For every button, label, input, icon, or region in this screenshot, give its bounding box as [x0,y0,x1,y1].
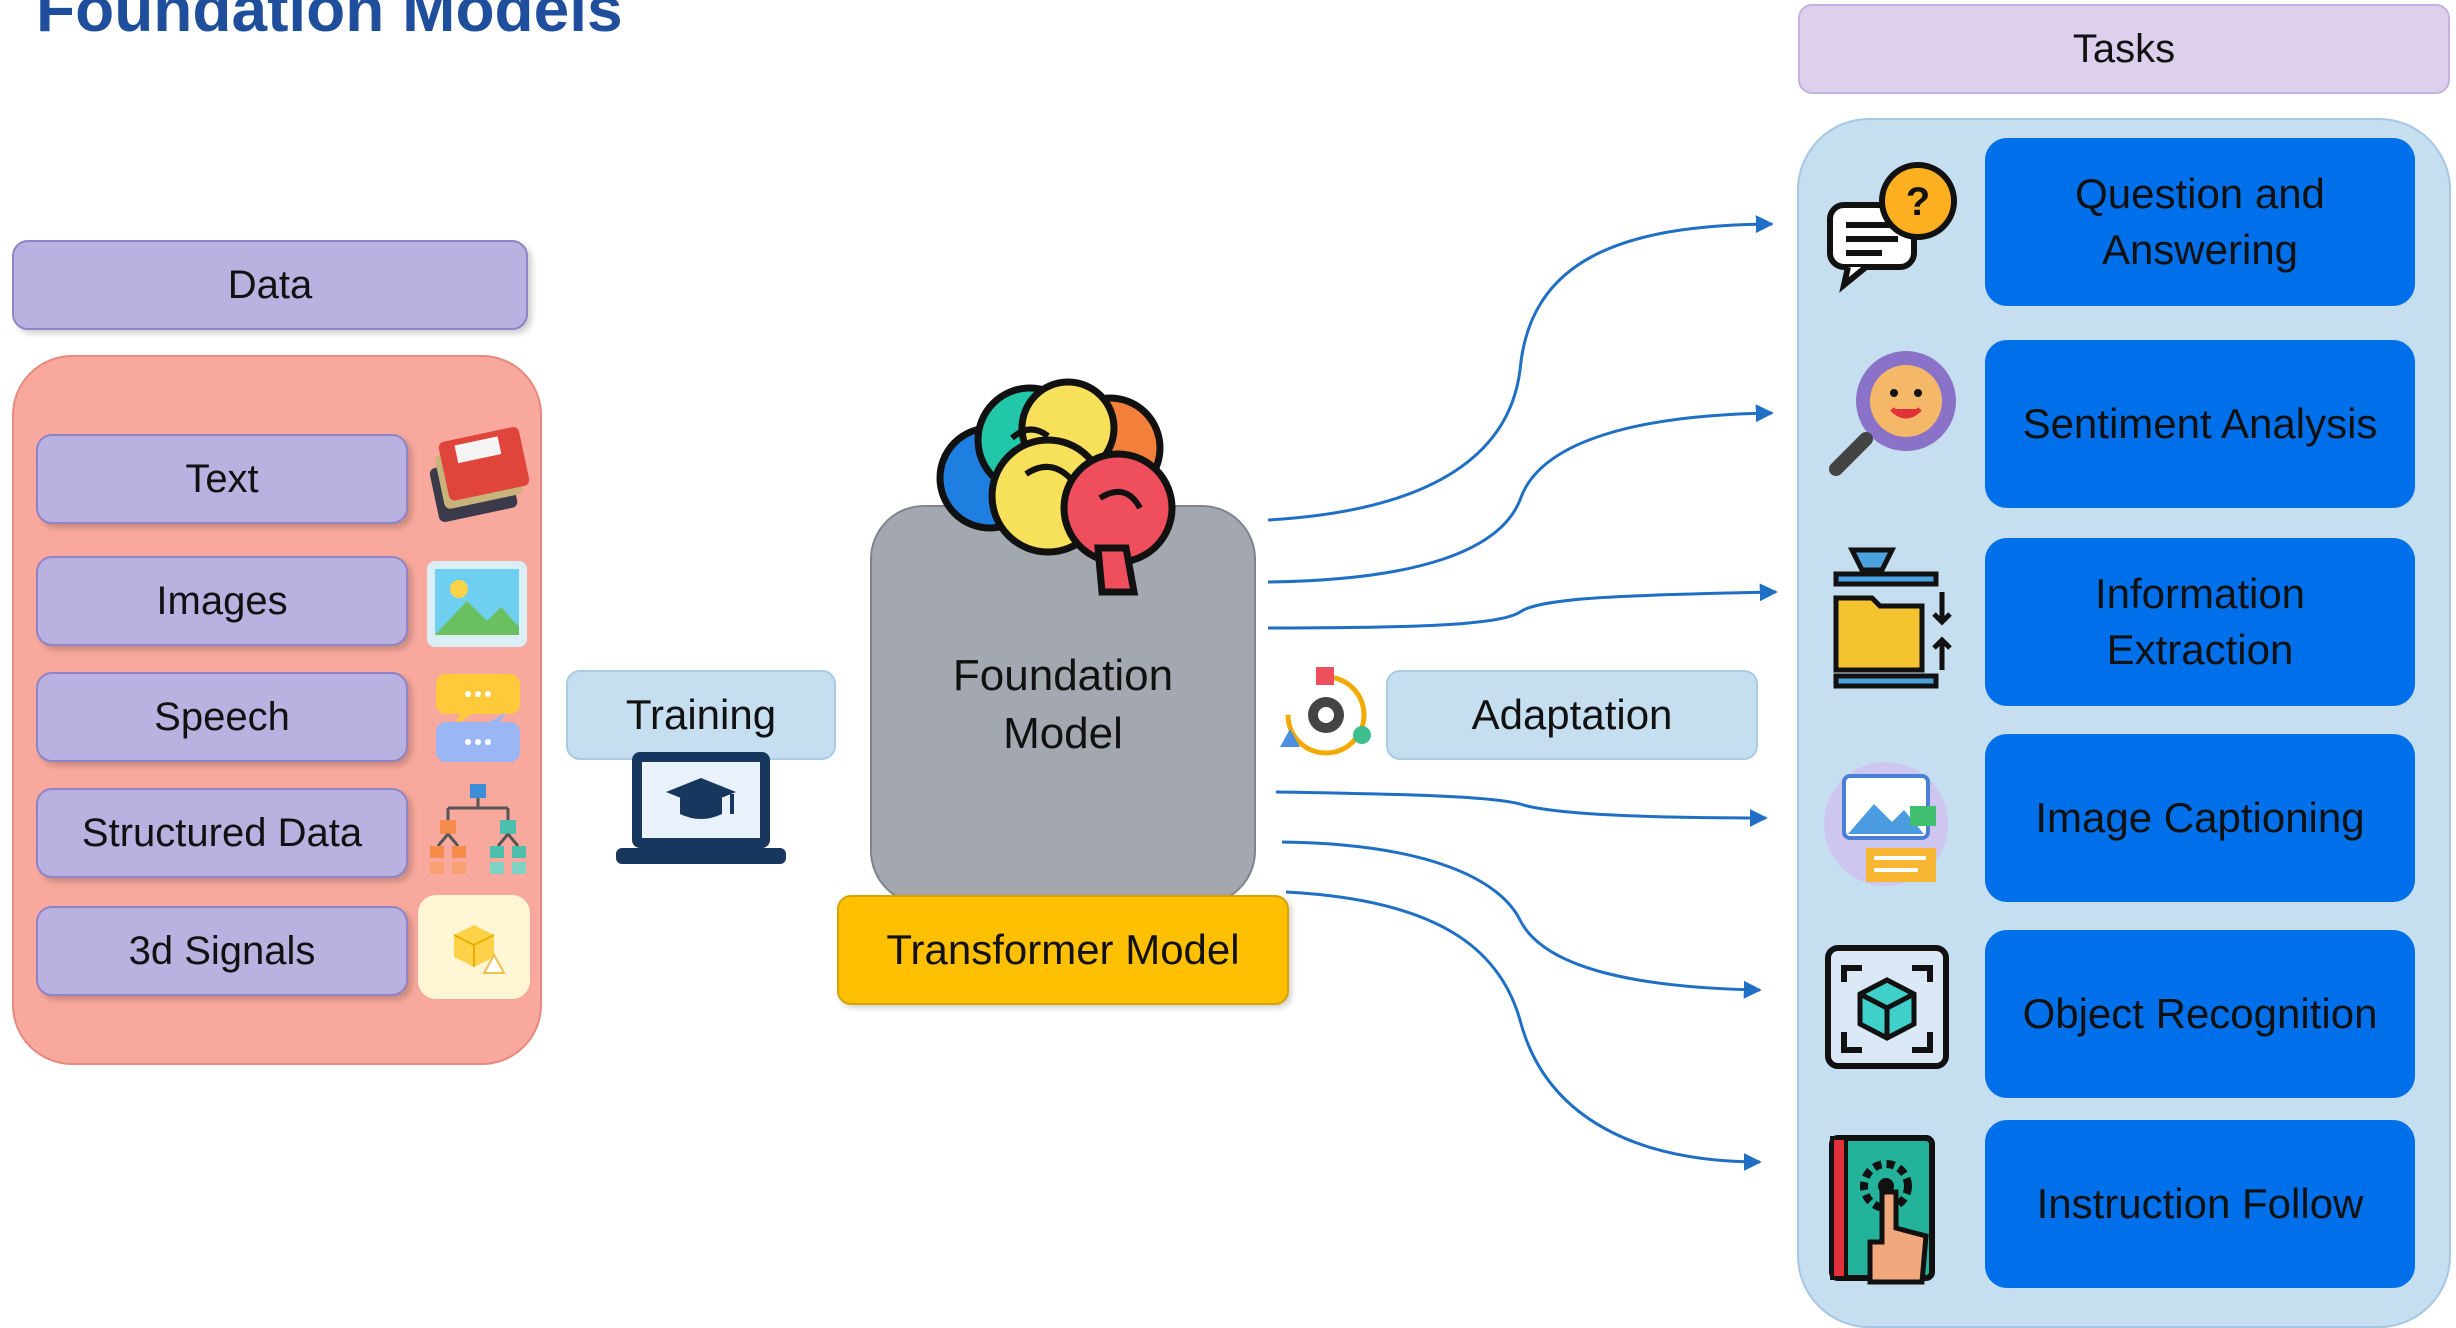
data-item-images: Images [36,556,408,646]
transformer-model-box: Transformer Model [837,895,1289,1005]
transformer-model-label: Transformer Model [886,926,1240,973]
task-label-line1: Image Captioning [2035,794,2365,841]
task-object-recognition: Object Recognition [1985,930,2415,1098]
adaptation-box: Adaptation [1386,670,1758,760]
data-item-label: Images [156,578,288,623]
arrow-to-recognition [1281,840,1762,999]
tasks-header: Tasks [1798,4,2450,94]
laptop-graduation-icon [614,748,788,870]
data-item-label: Speech [154,694,290,739]
task-label: Instruction Follow [2037,1176,2364,1232]
task-label: Image Captioning [2035,790,2364,846]
adaptation-label: Adaptation [1471,691,1673,738]
task-label-line1: Instruction Follow [2036,1180,2364,1227]
data-item-label: Text [185,456,259,501]
picture-icon [425,555,530,660]
task-instruction-follow: Instruction Follow [1985,1120,2415,1288]
image-caption-icon [1822,754,1962,894]
arrow-to-instruction [1285,890,1762,1171]
training-label: Training [625,691,777,738]
task-label-line1: Sentiment Analysis [2022,400,2378,447]
data-item-3d-signals: 3d Signals [36,906,408,996]
task-label-line1: Question and [2075,170,2325,217]
arrow-to-sentiment [1267,404,1774,584]
cube-scan-icon [1822,942,1962,1082]
task-label-line1: Object Recognition [2022,990,2378,1037]
cube-warning-icon [418,895,530,999]
books-icon [425,420,530,525]
task-label-line2: Extraction [2106,626,2294,673]
task-label: Sentiment Analysis [2023,396,2378,452]
data-item-label: Structured Data [81,810,363,855]
task-question-answering: Question and Answering [1985,138,2415,306]
chat-bubbles-icon [430,668,535,773]
foundation-model-line1: Foundation [952,651,1174,700]
task-label: Question and Answering [2075,166,2325,278]
task-label: Object Recognition [2023,986,2378,1042]
task-sentiment-analysis: Sentiment Analysis [1985,340,2415,508]
book-gear-hand-icon [1822,1132,1962,1285]
task-information-extraction: Information Extraction [1985,538,2415,706]
page-title: Foundation Models [36,0,623,45]
brain-icon [930,378,1194,608]
foundation-model-line2: Model [1003,709,1123,758]
foundation-model-label: Foundation Model [953,647,1173,763]
folder-extract-icon [1822,540,1962,689]
data-item-text: Text [36,434,408,524]
arrow-to-qa [1267,215,1774,522]
gear-cycle-icon [1276,665,1376,765]
task-label-line2: Answering [2101,226,2299,273]
question-chat-icon: ? [1822,155,1962,295]
svg-text:?: ? [1906,180,1930,224]
data-item-structured-data: Structured Data [36,788,408,878]
data-item-speech: Speech [36,672,408,762]
smiley-magnifier-icon [1822,345,1962,485]
hierarchy-icon [428,780,533,885]
task-label-line1: Information [2094,570,2306,617]
arrow-to-extraction [1267,583,1778,630]
data-header-label: Data [227,262,313,307]
data-header: Data [12,240,528,330]
task-image-captioning: Image Captioning [1985,734,2415,902]
tasks-header-label: Tasks [2072,26,2176,71]
training-box: Training [566,670,836,760]
task-label: Information Extraction [2095,566,2305,678]
data-item-label: 3d Signals [128,928,316,973]
arrow-to-captioning [1275,790,1768,827]
